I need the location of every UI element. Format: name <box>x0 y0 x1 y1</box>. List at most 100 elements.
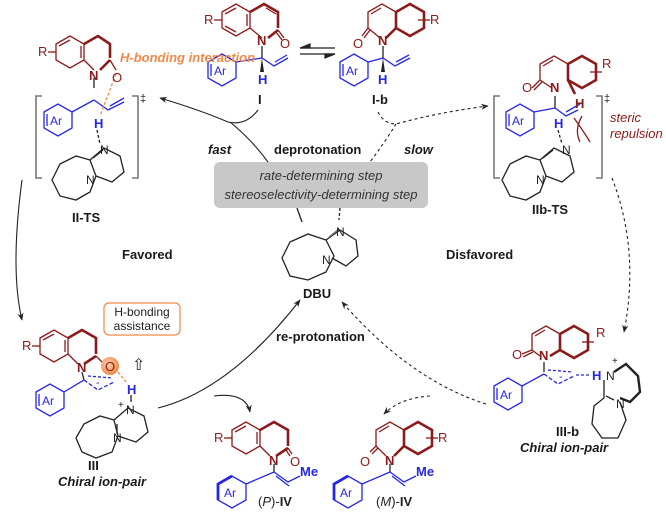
compound-label-DBU: DBU <box>303 286 331 301</box>
cation-plus: + <box>118 400 124 411</box>
atom-O: O <box>290 454 300 469</box>
h-bonding-interaction-text: H-bonding interaction <box>120 50 255 65</box>
h-bonding-assistance-line1: H-bonding <box>114 305 169 319</box>
h-bonding-assistance-box <box>103 302 181 336</box>
compound-label-IITS: II-TS <box>72 210 100 225</box>
paren-open: ( <box>376 494 381 509</box>
atom-R: R <box>596 325 605 340</box>
product-P-IV <box>216 420 301 509</box>
compound-label-I: I <box>258 92 262 107</box>
anion-minus: - <box>96 377 100 389</box>
arrow-slow-to-IIbTS <box>377 103 489 125</box>
atom-N: N <box>539 348 548 363</box>
step-label-slow: slow <box>404 142 434 157</box>
up-arrow-icon: ⇧ <box>132 357 145 374</box>
atom-N: N <box>100 143 109 157</box>
atom-N: N <box>257 33 266 48</box>
methyl-Me: Me <box>300 464 318 479</box>
transition-state-IIb <box>493 54 603 201</box>
compound-label-IIbTS: IIb-TS <box>532 202 568 217</box>
atom-N: N <box>550 80 559 95</box>
step-label-reprotonation: re-protonation <box>276 329 365 344</box>
h-bonding-interaction-label: H-bonding interaction <box>120 50 255 65</box>
atom-N: N <box>113 431 122 445</box>
label-IV: IV <box>280 494 293 509</box>
cation-plus: + <box>612 356 618 367</box>
compound-I <box>207 2 289 87</box>
compound-label-Ib: I-b <box>372 92 388 107</box>
paren-close: )- <box>271 494 280 509</box>
atom-O: O <box>112 70 122 85</box>
methyl-Me: Me <box>416 464 434 479</box>
connector-slow-to-box <box>369 123 397 163</box>
arrow-IIbTS-to-IIIb <box>611 177 631 333</box>
arrow-IITS-to-III <box>15 179 24 321</box>
atom-N: N <box>385 453 394 468</box>
atom-Ar: Ar <box>214 64 226 78</box>
stereo-P: P <box>262 494 271 509</box>
atom-O: O <box>512 347 522 362</box>
ion-pair-IIIb <box>493 324 642 439</box>
atom-N: N <box>378 33 387 48</box>
atom-O: O <box>353 36 363 51</box>
atom-Ar: Ar <box>340 486 352 500</box>
atom-N: N <box>616 397 625 411</box>
rds-box <box>214 162 428 208</box>
pathway-label-disfavored: Disfavored <box>446 247 513 262</box>
atom-R: R <box>438 430 447 445</box>
ion-pair-III <box>32 328 149 459</box>
step-label-deprotonation: deprotonation <box>274 142 361 157</box>
atom-R: R <box>38 44 47 59</box>
step-label-fast: fast <box>208 142 232 157</box>
atom-R: R <box>204 12 213 27</box>
atom-H: H <box>127 382 136 397</box>
arrow-IIIb-to-M-IV <box>383 395 431 415</box>
dbu-structure <box>281 207 359 281</box>
double-dagger: ‡ <box>604 93 610 105</box>
arrow-fast-to-IITS <box>159 97 259 124</box>
carbonyl-highlight <box>101 357 119 375</box>
atom-O: O <box>280 36 290 51</box>
compound-label-P-IV: (P)-IV <box>258 494 292 509</box>
product-M-IV <box>332 420 438 509</box>
atom-N: N <box>126 403 135 417</box>
steric-repulsion-line2: repulsion <box>610 126 663 141</box>
transition-state-II <box>35 34 139 201</box>
atom-H: H <box>592 368 601 383</box>
compound-label-M-IV: (M)-IV <box>376 494 412 509</box>
atom-N: N <box>269 453 278 468</box>
pathway-label-favored: Favored <box>122 247 173 262</box>
compound-label-IIIb: III-b <box>556 424 579 439</box>
atom-N: N <box>336 225 345 239</box>
atom-Ar: Ar <box>50 114 62 128</box>
atom-H: H <box>554 116 563 131</box>
atom-O: O <box>105 359 115 374</box>
atom-N: N <box>77 360 86 375</box>
atom-H: H <box>575 96 584 111</box>
atom-N: N <box>536 173 545 187</box>
atom-N: N <box>89 68 98 83</box>
chiral-ion-pair-label: Chiral ion-pair <box>58 474 147 489</box>
arrow-III-to-DBU <box>157 299 301 409</box>
atom-Ar: Ar <box>42 394 54 408</box>
stereo-M: M <box>380 494 391 509</box>
atom-R: R <box>214 430 223 445</box>
atom-H: H <box>378 72 387 87</box>
chiral-ion-pair-label: Chiral ion-pair <box>520 440 609 455</box>
label-IV: IV <box>400 494 413 509</box>
atom-Ar: Ar <box>346 64 358 78</box>
atom-Ar: Ar <box>500 388 512 402</box>
rds-line1: rate-determining step <box>260 168 383 183</box>
atom-R: R <box>22 338 31 353</box>
arrow-IIIb-to-DBU <box>341 301 487 405</box>
anion-minus: - <box>559 371 563 383</box>
compound-label-III: III <box>88 458 99 473</box>
atom-R: R <box>430 12 439 27</box>
atom-O: O <box>360 454 370 469</box>
equilibrium-arrows <box>299 43 336 59</box>
atom-H: H <box>94 116 103 131</box>
atom-H: H <box>258 72 267 87</box>
rds-line2: stereoselectivity-determining step <box>225 187 418 202</box>
h-bonding-assistance-line2: assistance <box>114 319 171 333</box>
